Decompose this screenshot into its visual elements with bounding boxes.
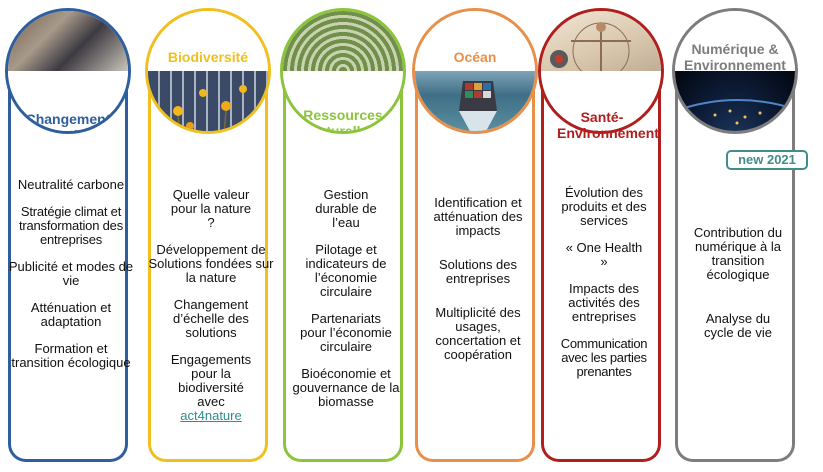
topic-item: Engagements pour la biodiversité avec ac… bbox=[148, 353, 274, 423]
label-area bbox=[675, 11, 795, 71]
topic-item: Changement d’échelle des solutions bbox=[173, 297, 249, 340]
label-area bbox=[148, 11, 268, 71]
theme-title: Biodiversité bbox=[167, 49, 249, 65]
card-frame bbox=[675, 82, 795, 462]
topic-list: Gestion durable de l’eau Pilotage et ind… bbox=[283, 188, 409, 422]
column-ressources-naturelles: Ressources naturelles Gestion durable de… bbox=[280, 0, 410, 472]
column-biodiversite: Biodiversité Quelle valeur pour la natur… bbox=[145, 0, 275, 472]
label-area bbox=[415, 11, 535, 71]
topic-item: Contribution du numérique à la transitio… bbox=[693, 225, 783, 282]
topic-item: Neutralité carbone bbox=[17, 177, 125, 192]
column-changement-climatique: Changement climatique Neutralité carbone… bbox=[5, 0, 135, 472]
vitruvian-overlay bbox=[550, 22, 631, 71]
column-sante-environnement: Santé-Environnement Évolution des produi… bbox=[538, 0, 668, 472]
topic-text: Engagements pour la biodiversité avec bbox=[170, 352, 252, 409]
topic-item: Quelle valeur pour la nature ? bbox=[170, 187, 252, 230]
theme-circle: Changement climatique bbox=[5, 8, 131, 134]
theme-circle: Numérique & Environnement bbox=[672, 8, 798, 134]
topic-list: Identification et atténuation des impact… bbox=[415, 196, 541, 375]
card-frame bbox=[415, 82, 535, 462]
flowers-overlay bbox=[173, 85, 247, 131]
photo-vitruvian bbox=[541, 11, 661, 71]
new-badge: new 2021 bbox=[726, 150, 808, 170]
theme-title: Changement climatique bbox=[25, 111, 111, 131]
topic-item: Publicité et modes de vie bbox=[8, 259, 134, 288]
topic-item: Évolution des produits et des services bbox=[561, 185, 647, 228]
theme-circle: Biodiversité bbox=[145, 8, 271, 134]
theme-title: Ressources naturelles bbox=[303, 107, 383, 134]
topic-item: Partenariats pour l’économie circulaire bbox=[300, 311, 392, 354]
topic-item: « One Health » bbox=[565, 240, 643, 269]
topic-item: Identification et atténuation des impact… bbox=[433, 195, 523, 238]
card-frame bbox=[283, 82, 403, 462]
column-ocean: Océan Identification et atténuation des … bbox=[412, 0, 542, 472]
photo-earth-night bbox=[675, 71, 795, 131]
act4nature-link[interactable]: act4nature bbox=[180, 408, 242, 423]
theme-circle: Océan bbox=[412, 8, 538, 134]
topic-item: Développement de Solutions fondées sur l… bbox=[148, 242, 274, 285]
topic-item: Bioéconomie et gouvernance de la biomass… bbox=[292, 366, 400, 409]
theme-title: Océan bbox=[453, 49, 497, 65]
theme-circle: Santé-Environnement bbox=[538, 8, 664, 141]
theme-title: Santé-Environnement bbox=[557, 109, 659, 141]
theme-circle: Ressources naturelles bbox=[280, 8, 406, 134]
topic-item: Atténuation et adaptation bbox=[30, 300, 112, 329]
topic-list: Neutralité carbone Stratégie climat et t… bbox=[8, 178, 134, 383]
photo-crowd bbox=[8, 11, 128, 71]
card-frame bbox=[148, 82, 268, 462]
theme-title: Numérique & Environnement bbox=[684, 41, 786, 73]
photo-maze bbox=[283, 11, 403, 71]
topic-item: Gestion durable de l’eau bbox=[315, 187, 377, 230]
topic-item: Pilotage et indicateurs de l’économie ci… bbox=[305, 242, 387, 299]
photo-solar-flowers bbox=[148, 71, 268, 131]
card-frame bbox=[8, 82, 128, 462]
topic-item: Impacts des activités des entreprises bbox=[568, 281, 640, 324]
topic-item: Solutions des entreprises bbox=[438, 257, 518, 286]
label-area bbox=[283, 71, 403, 131]
topic-list: Évolution des produits et des services «… bbox=[541, 186, 667, 392]
topic-list: Quelle valeur pour la nature ? Développe… bbox=[148, 188, 274, 436]
city-lights-overlay bbox=[675, 99, 795, 125]
topic-item: Stratégie climat et transformation des e… bbox=[18, 204, 124, 247]
topic-item: Analyse du cycle de vie bbox=[704, 311, 772, 340]
topic-item: Multiplicité des usages, concertation et… bbox=[435, 305, 521, 362]
column-numerique-environnement: Numérique & Environnement new 2021 Contr… bbox=[672, 0, 808, 472]
photo-cargo-ship bbox=[415, 71, 535, 131]
topic-item: Communication avec les parties prenantes bbox=[560, 336, 648, 379]
topic-list: Contribution du numérique à la transitio… bbox=[675, 226, 801, 353]
card-frame bbox=[541, 82, 661, 462]
ship-overlay bbox=[459, 81, 497, 131]
label-area bbox=[8, 71, 128, 131]
topic-item: Formation et transition écologique bbox=[11, 341, 131, 370]
